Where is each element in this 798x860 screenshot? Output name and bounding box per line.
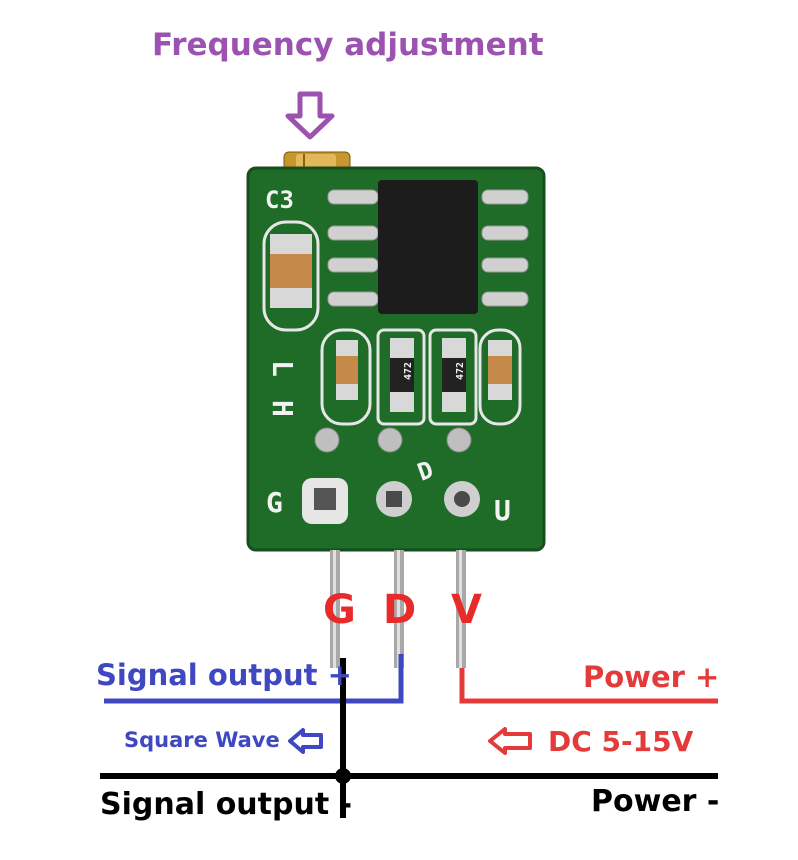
pin-d-label: D [383, 587, 417, 633]
resistor-1-label: 472 [403, 362, 414, 380]
down-arrow-icon [285, 91, 335, 140]
silkscreen-c3: C3 [265, 186, 294, 214]
resistor-2-label: 472 [455, 362, 466, 380]
dc-range-label: DC 5-15V [548, 725, 694, 758]
signal-output-plus-label: Signal output + [96, 658, 352, 692]
blue-wire [104, 654, 404, 704]
frequency-adjustment-label: Frequency adjustment [152, 27, 544, 63]
header-pins [330, 550, 466, 668]
silkscreen-u: U [494, 494, 511, 527]
silkscreen-l: L [266, 360, 299, 377]
pcb-board [246, 166, 546, 552]
ic-chip [378, 180, 478, 314]
pin-g-label: G [323, 587, 356, 633]
signal-output-minus-label: Signal output - [100, 787, 353, 822]
square-wave-label: Square Wave [124, 728, 280, 752]
pin-v-label: V [451, 587, 482, 633]
left-arrow-icon [488, 727, 532, 755]
silkscreen-g: G [266, 486, 283, 519]
silkscreen-h: H [266, 400, 299, 417]
junction-dot [335, 768, 351, 784]
power-plus-label: Power + [583, 660, 720, 694]
power-minus-label: Power - [591, 784, 720, 819]
red-wire [459, 668, 718, 704]
left-arrow-icon [288, 728, 323, 754]
